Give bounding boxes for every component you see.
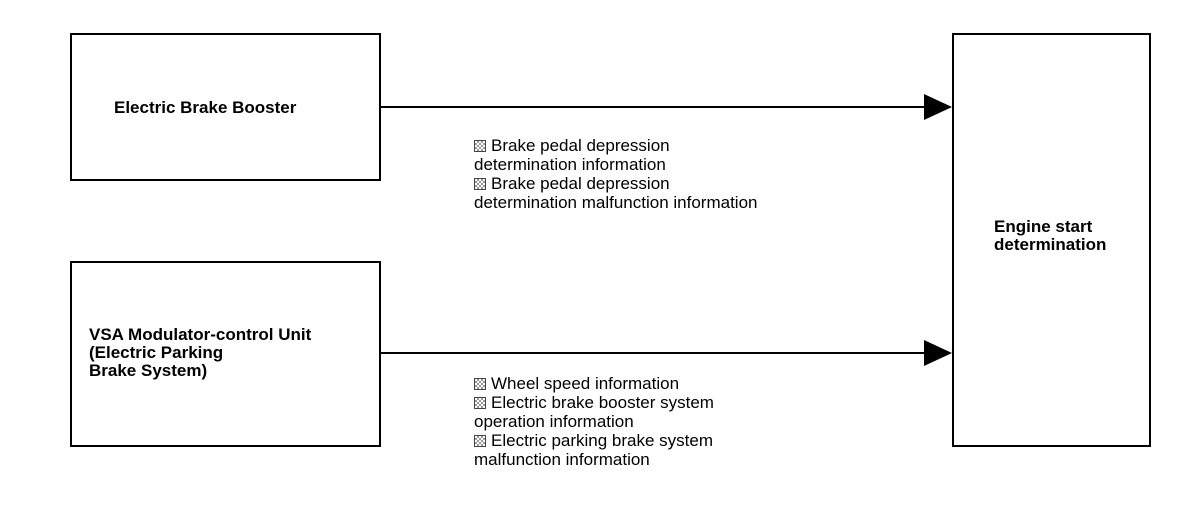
electric-brake-booster-label: Electric Brake Booster bbox=[114, 98, 297, 117]
signal-line-continued: malfunction information bbox=[474, 450, 650, 469]
signal-line: Wheel speed information bbox=[474, 374, 714, 393]
signal-line: Brake pedal depression bbox=[474, 174, 757, 193]
vsa-modulator-label: VSA Modulator-control Unit (Electric Par… bbox=[89, 325, 312, 380]
checkered-square-icon bbox=[474, 378, 486, 390]
checkered-square-icon bbox=[474, 435, 486, 447]
checkered-square-icon bbox=[474, 178, 486, 190]
signal-line-continued: operation information bbox=[474, 412, 634, 431]
engine-start-determination-box: Engine start determination bbox=[952, 33, 1151, 447]
checkered-square-icon bbox=[474, 140, 486, 152]
signal-line-continued: determination information bbox=[474, 155, 666, 174]
top-signal-list: Brake pedal depression determination inf… bbox=[474, 136, 757, 212]
signal-line: Electric brake booster system bbox=[474, 393, 714, 412]
signal-line: Brake pedal depression bbox=[474, 136, 757, 155]
bottom-arrowhead bbox=[924, 340, 952, 366]
bottom-signal-list: Wheel speed information Electric brake b… bbox=[474, 374, 714, 469]
vsa-modulator-box: VSA Modulator-control Unit (Electric Par… bbox=[70, 261, 381, 447]
signal-line: Electric parking brake system bbox=[474, 431, 714, 450]
signal-line-continued: determination malfunction information bbox=[474, 193, 758, 212]
engine-start-determination-label: Engine start determination bbox=[994, 217, 1107, 254]
checkered-square-icon bbox=[474, 397, 486, 409]
top-arrowhead bbox=[924, 94, 952, 120]
electric-brake-booster-box: Electric Brake Booster bbox=[70, 33, 381, 181]
